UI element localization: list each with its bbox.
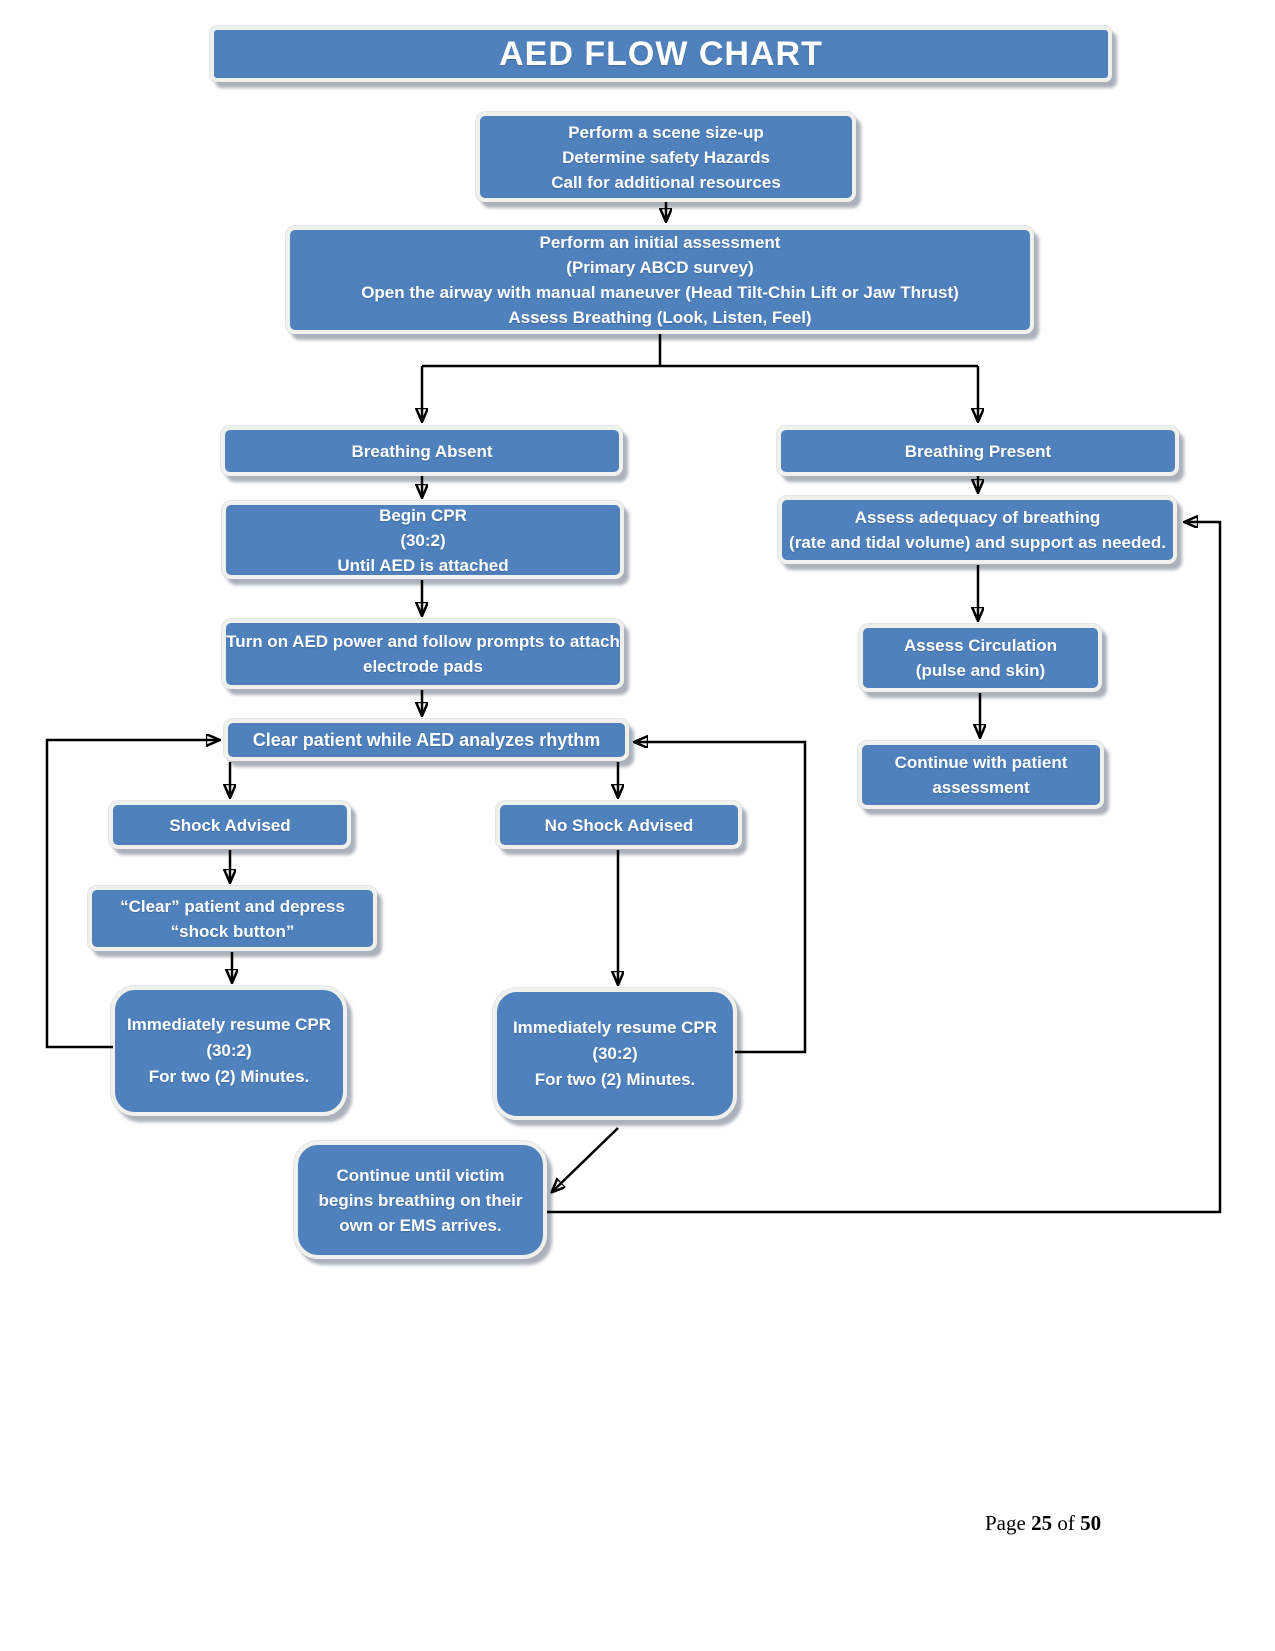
node-clear-and-depress-shock-button: “Clear” patient and depress “shock butto… xyxy=(88,886,377,951)
node-scene-size-up: Perform a scene size-up Determine safety… xyxy=(476,112,856,202)
node-initial-assessment: Perform an initial assessment (Primary A… xyxy=(286,226,1034,334)
line-initial-split xyxy=(422,334,978,368)
node-resume-cpr-no-shock: Immediately resume CPR (30:2) For two (2… xyxy=(493,988,737,1120)
page-number-middle: of xyxy=(1052,1511,1081,1535)
node-assess-circulation: Assess Circulation (pulse and skin) xyxy=(859,624,1102,692)
arrow-resume-right-to-continue-until xyxy=(553,1127,619,1191)
page-number: Page 25 of 50 xyxy=(985,1511,1245,1536)
node-continue-until-ems: Continue until victim begins breathing o… xyxy=(294,1141,547,1259)
page-number-total: 50 xyxy=(1080,1511,1102,1535)
node-no-shock-advised: No Shock Advised xyxy=(496,801,742,849)
page-number-prefix: Page xyxy=(985,1511,1032,1535)
chart-title: AED FLOW CHART xyxy=(210,26,1112,82)
node-assess-breathing-adequacy: Assess adequacy of breathing (rate and t… xyxy=(778,496,1177,564)
node-continue-patient-assessment: Continue with patient assessment xyxy=(858,741,1104,809)
node-turn-on-aed: Turn on AED power and follow prompts to … xyxy=(222,619,624,689)
node-clear-patient-analyze: Clear patient while AED analyzes rhythm xyxy=(224,719,629,761)
page-number-current: 25 xyxy=(1031,1511,1053,1535)
node-breathing-absent: Breathing Absent xyxy=(221,426,623,476)
node-shock-advised: Shock Advised xyxy=(109,801,351,849)
node-resume-cpr-after-shock: Immediately resume CPR (30:2) For two (2… xyxy=(111,986,347,1116)
node-breathing-present: Breathing Present xyxy=(777,426,1179,476)
node-begin-cpr: Begin CPR (30:2) Until AED is attached xyxy=(222,501,624,579)
